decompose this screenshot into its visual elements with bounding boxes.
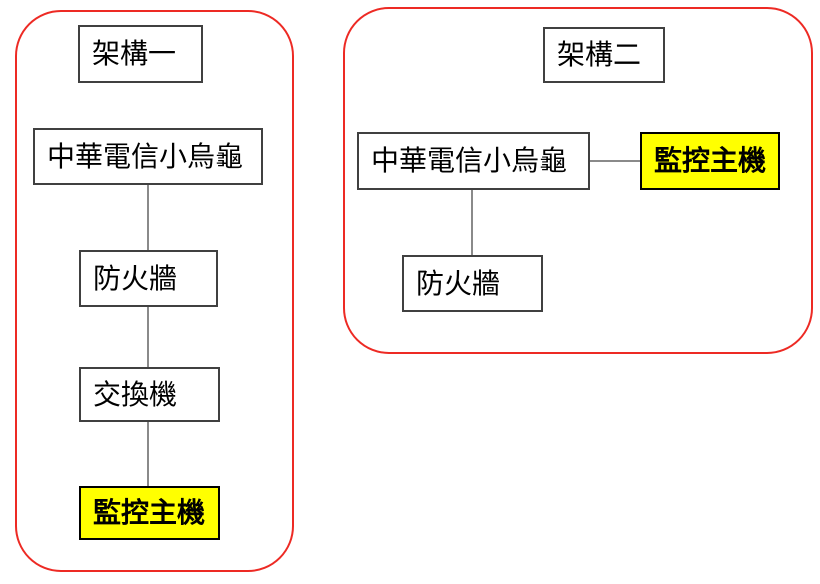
node-monitor-host-1: 監控主機 [79,486,220,540]
node-switch-1-label: 交換機 [93,378,178,410]
architecture-1-frame [15,10,294,572]
architecture-2-title-label: 架構二 [557,39,642,70]
node-monitor-host-2: 監控主機 [640,132,780,190]
node-telecom-modem-2-label: 中華電信小烏龜 [371,145,568,176]
node-telecom-modem-1-label: 中華電信小烏龜 [47,140,244,172]
node-firewall-2: 防火牆 [402,255,543,312]
node-firewall-2-label: 防火牆 [416,267,501,299]
connector-firewall-switch-1 [147,307,149,367]
architecture-2-title-box: 架構二 [543,27,665,83]
node-telecom-modem-1: 中華電信小烏龜 [33,128,263,185]
node-firewall-1-label: 防火牆 [93,262,178,294]
architecture-1-title-label: 架構一 [92,38,177,69]
architecture-1-title-box: 架構一 [78,25,203,83]
connector-modem-monitor-2 [590,160,640,162]
node-monitor-host-1-label: 監控主機 [93,497,206,528]
connector-modem-firewall-2 [471,190,473,255]
architecture-2-frame [343,7,813,354]
connector-switch-monitor-1 [147,422,149,486]
node-telecom-modem-2: 中華電信小烏龜 [357,132,590,190]
node-firewall-1: 防火牆 [79,250,218,307]
node-switch-1: 交換機 [79,367,220,422]
connector-modem-firewall-1 [147,185,149,250]
node-monitor-host-2-label: 監控主機 [654,145,767,176]
